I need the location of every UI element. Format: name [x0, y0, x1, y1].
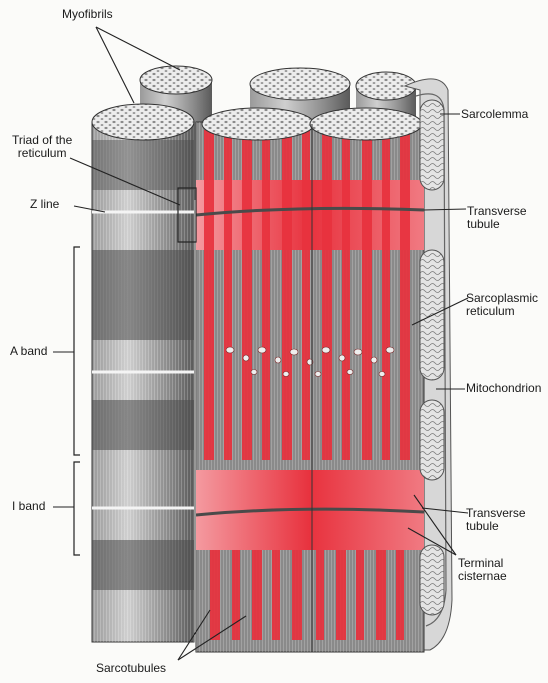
- label-z-line: Z line: [30, 198, 59, 211]
- label-sarcoplasmic-reticulum: Sarcoplasmic reticulum: [466, 292, 538, 318]
- label-mitochondrion-text: Mitochondrion: [466, 382, 541, 395]
- label-transverse-top-line2: tubule: [467, 218, 527, 231]
- label-sarcoplasmic-line2: reticulum: [466, 305, 538, 318]
- label-myofibrils-text: Myofibrils: [62, 8, 113, 21]
- band-brackets: [74, 247, 80, 555]
- label-sarcolemma-text: Sarcolemma: [461, 108, 528, 121]
- label-sarcolemma: Sarcolemma: [461, 108, 528, 121]
- label-myofibrils: Myofibrils: [62, 8, 113, 21]
- label-a-band: A band: [10, 345, 47, 358]
- left-myofibril: [92, 104, 194, 642]
- label-terminal-cisternae: Terminal cisternae: [458, 557, 507, 583]
- label-mitochondrion: Mitochondrion: [466, 382, 541, 395]
- label-transverse-tubule-top: Transverse tubule: [467, 205, 527, 231]
- label-sarcotubules-text: Sarcotubules: [96, 662, 166, 675]
- label-a-band-text: A band: [10, 345, 47, 358]
- label-terminal-line2: cisternae: [458, 570, 507, 583]
- label-triad: Triad of the reticulum: [12, 134, 72, 160]
- label-i-band-text: I band: [12, 500, 45, 513]
- label-transverse-bottom-line2: tubule: [466, 520, 526, 533]
- label-z-line-text: Z line: [30, 198, 59, 211]
- label-transverse-tubule-bottom: Transverse tubule: [466, 507, 526, 533]
- label-triad-line2: reticulum: [12, 147, 72, 160]
- label-sarcotubules: Sarcotubules: [96, 662, 166, 675]
- sarcoplasmic-reticulum-region: [196, 108, 424, 652]
- label-i-band: I band: [12, 500, 45, 513]
